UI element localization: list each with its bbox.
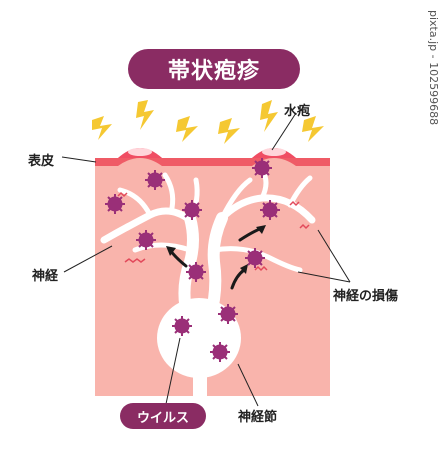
lightning-icon bbox=[218, 118, 240, 144]
virus bbox=[172, 316, 192, 336]
label-nerve-damage: 神経の損傷 bbox=[333, 289, 399, 304]
label-blister: 水疱 bbox=[284, 104, 311, 119]
virus bbox=[252, 158, 272, 178]
ganglion-stem bbox=[193, 370, 207, 400]
virus-particles bbox=[105, 158, 280, 362]
blister-right-highlight bbox=[262, 148, 286, 156]
lightning-icon bbox=[176, 116, 198, 142]
virus bbox=[210, 342, 230, 362]
label-virus: ウイルス bbox=[136, 410, 189, 426]
virus-legend-pill: ウイルス bbox=[120, 403, 206, 429]
virus bbox=[136, 230, 156, 250]
lightning-icon bbox=[260, 100, 278, 132]
watermark: pixta.jp - 102599688 bbox=[427, 10, 440, 126]
leader-lines bbox=[61, 112, 351, 407]
lightning-icon bbox=[302, 116, 324, 142]
nerve-damage-marks bbox=[117, 191, 310, 272]
nerve-tree bbox=[100, 167, 316, 324]
virus bbox=[260, 200, 280, 220]
blister-left-highlight bbox=[128, 148, 152, 156]
virus bbox=[145, 170, 165, 190]
page-title: 帯状疱疹 bbox=[167, 59, 260, 84]
virus bbox=[245, 248, 265, 268]
label-ganglion: 神経節 bbox=[238, 410, 278, 425]
virus bbox=[186, 262, 206, 282]
virus bbox=[218, 304, 238, 324]
lightning-icon bbox=[92, 116, 112, 140]
pain-lightning-icons bbox=[92, 100, 324, 144]
label-nerve: 神経 bbox=[32, 269, 59, 284]
virus bbox=[105, 194, 125, 214]
label-epidermis: 表皮 bbox=[28, 154, 55, 169]
title-banner: 帯状疱疹 bbox=[128, 49, 300, 89]
virus bbox=[182, 200, 202, 220]
arrow-heads bbox=[166, 225, 266, 274]
lightning-icon bbox=[136, 100, 154, 130]
